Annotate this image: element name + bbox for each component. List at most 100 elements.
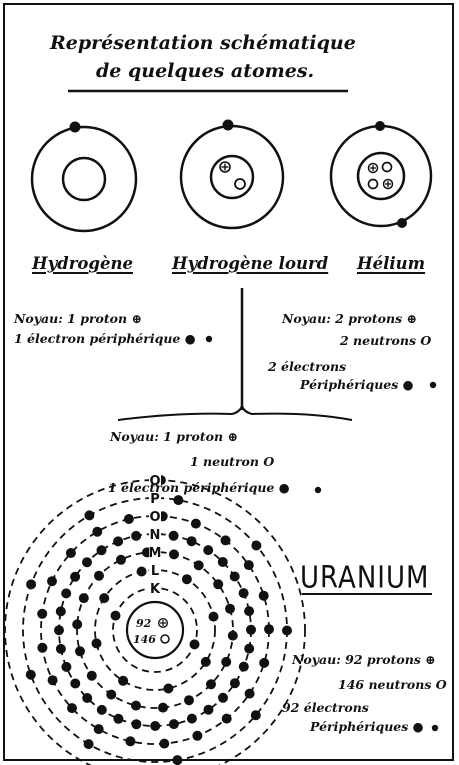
uranium-info-line-3: 92 électrons — [282, 702, 369, 715]
uranium-electron — [246, 625, 256, 635]
deuterium-electron-bullet — [315, 487, 321, 493]
uranium-electron — [87, 671, 97, 681]
hydrogen-info-line-2: 1 électron périphérique ● — [14, 333, 196, 346]
uranium-electron — [203, 545, 213, 555]
uranium-electron — [239, 662, 249, 672]
uranium-electron — [221, 535, 231, 545]
uranium-electron — [92, 638, 102, 648]
uranium-electron — [124, 514, 134, 524]
uranium-electron — [213, 579, 223, 589]
uranium-electron — [182, 574, 192, 584]
uranium-electron — [159, 739, 169, 749]
uranium-electron — [67, 703, 77, 713]
uranium-electron — [111, 611, 121, 621]
helium-info-line-2: 2 neutrons O — [340, 335, 431, 348]
uranium-electron — [61, 662, 71, 672]
deuterium-proton — [220, 162, 230, 172]
uranium-electron — [245, 689, 255, 699]
uranium-shell-label-M: M — [149, 546, 162, 561]
uranium-electron — [169, 549, 179, 559]
uranium-electron — [84, 739, 94, 749]
uranium-electron — [92, 527, 102, 537]
uranium-electron — [47, 576, 57, 586]
uranium-electron — [228, 631, 238, 641]
uranium-electron — [97, 545, 107, 555]
uranium-name: URANIUM — [300, 561, 429, 596]
uranium-electron — [244, 606, 254, 616]
uranium-electron — [26, 579, 36, 589]
uranium-electron — [79, 593, 89, 603]
uranium-electron — [244, 644, 254, 654]
uranium-electron — [97, 705, 107, 715]
hydrogen-info-line-2-text: 1 électron périphérique ● — [14, 331, 196, 346]
deuterium-electron — [223, 120, 234, 131]
uranium-nucleus — [127, 602, 183, 658]
helium-neutron-1 — [383, 163, 392, 172]
uranium-electron — [169, 531, 179, 541]
uranium-electron — [282, 626, 292, 636]
helium-neutron-2 — [369, 180, 378, 189]
uranium-electron — [209, 612, 219, 622]
uranium-electron — [37, 609, 47, 619]
uranium-electron — [137, 567, 147, 577]
helium-nucleus — [358, 153, 404, 199]
uranium-electron — [106, 690, 116, 700]
uranium-electron — [206, 679, 216, 689]
uranium-electron — [264, 624, 274, 634]
uranium-info-line-4: Périphériques ● — [310, 721, 424, 734]
uranium-electron — [169, 719, 179, 729]
uranium-electron — [222, 714, 232, 724]
uranium-electron — [187, 714, 197, 724]
uranium-electron — [221, 657, 231, 667]
uranium-electron — [99, 593, 109, 603]
deuterium-orbit — [181, 126, 283, 228]
uranium-electron — [259, 658, 269, 668]
uranium-underline — [302, 593, 432, 595]
uranium-electron — [131, 719, 141, 729]
uranium-electron — [66, 548, 76, 558]
helium-orbit — [331, 126, 431, 226]
hydrogen-info-line-1: Noyau: 1 proton ⊕ — [14, 313, 142, 326]
deuterium-info-line-1: Noyau: 1 proton ⊕ — [110, 431, 238, 444]
uranium-electron — [94, 724, 104, 734]
uranium-electron — [56, 606, 66, 616]
uranium-electron — [187, 536, 197, 546]
uranium-electron — [230, 572, 240, 582]
uranium-electron — [259, 591, 269, 601]
uranium-electron — [48, 675, 58, 685]
uranium-electron — [251, 710, 261, 720]
uranium-electron — [201, 657, 211, 667]
helium-info-line-1: Noyau: 2 protons ⊕ — [282, 313, 417, 326]
uranium-electron — [194, 560, 204, 570]
deuterium-info-line-3: 1 électron périphérique ● — [108, 482, 290, 495]
uranium-electron — [118, 676, 128, 686]
helium-info-line-3: 2 électrons — [268, 361, 346, 374]
uranium-electron — [113, 536, 123, 546]
uranium-electron — [82, 557, 92, 567]
uranium-neutron-count: 146 — [133, 633, 156, 646]
uranium-electron — [244, 560, 254, 570]
brace-bracket — [118, 406, 352, 420]
uranium-electron — [54, 625, 64, 635]
uranium-info-line-1: Noyau: 92 protons ⊕ — [292, 654, 436, 667]
helium-proton-2 — [384, 180, 393, 189]
uranium-electron — [125, 736, 135, 746]
helium-proton-1 — [369, 164, 378, 173]
uranium-electron — [192, 731, 202, 741]
uranium-shell-label-L: L — [151, 564, 159, 579]
uranium-electron — [72, 619, 82, 629]
uranium-shell-label-O: O — [149, 510, 160, 525]
uranium-electron — [75, 646, 85, 656]
uranium-electron — [131, 701, 141, 711]
hydrogen-atom — [32, 122, 136, 232]
uranium-electron — [190, 639, 200, 649]
hydrogen-nucleus — [63, 158, 105, 200]
helium-electron-1 — [375, 121, 385, 131]
uranium-electron — [61, 588, 71, 598]
uranium-electron — [84, 510, 94, 520]
uranium-info-line-2: 146 neutrons O — [338, 679, 447, 692]
uranium-electron — [191, 519, 201, 529]
uranium-electron — [204, 705, 214, 715]
deuterium-neutron — [235, 179, 245, 189]
uranium-electron — [70, 679, 80, 689]
